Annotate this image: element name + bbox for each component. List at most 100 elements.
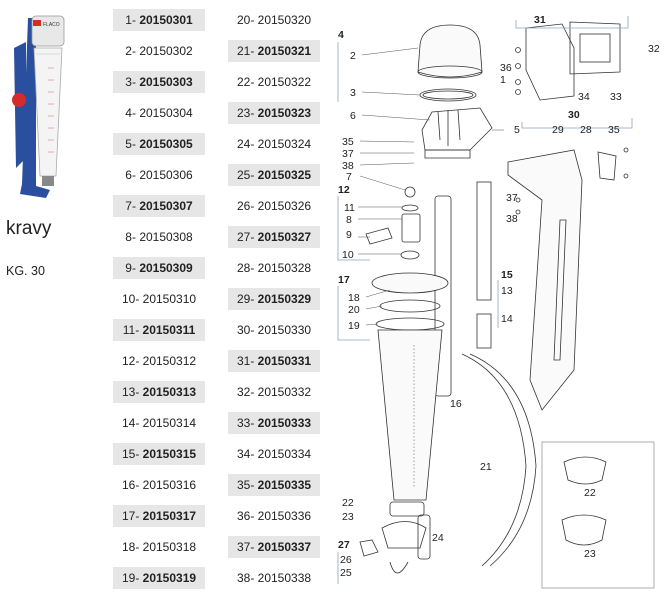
part-number: 35 xyxy=(236,478,251,492)
part-number: 23 xyxy=(236,106,251,120)
svg-text:16: 16 xyxy=(450,398,462,410)
parts-row: 20- 20150320 xyxy=(228,9,320,31)
parts-row: 14- 20150314 xyxy=(113,412,205,434)
svg-text:33: 33 xyxy=(610,91,622,103)
parts-row: 32- 20150332 xyxy=(228,381,320,403)
part-separator: - xyxy=(250,230,258,244)
part-code: 20150331 xyxy=(257,354,312,368)
svg-text:21: 21 xyxy=(480,461,492,473)
parts-row: 18- 20150318 xyxy=(113,536,205,558)
part-code: 20150309 xyxy=(139,261,193,275)
part-separator: - xyxy=(131,137,140,151)
parts-row: 3- 20150303 xyxy=(113,71,205,93)
parts-row: 26- 20150326 xyxy=(228,195,320,217)
parts-row: 19- 20150319 xyxy=(113,567,205,589)
svg-text:34: 34 xyxy=(578,91,590,103)
product-title: kravy xyxy=(6,218,52,239)
part-code: 20150328 xyxy=(257,261,312,275)
svg-text:11: 11 xyxy=(344,202,355,214)
part-number: 25 xyxy=(236,168,251,182)
part-separator: - xyxy=(131,168,140,182)
svg-text:17: 17 xyxy=(338,274,350,286)
svg-text:6: 6 xyxy=(350,110,356,122)
parts-row: 16- 20150316 xyxy=(113,474,205,496)
svg-text:4: 4 xyxy=(338,29,344,41)
parts-row: 10- 20150310 xyxy=(113,288,205,310)
diagram-labels: 4 2 3 6 5 35 37 38 7 12 11 8 9 10 17 18 … xyxy=(338,14,660,579)
parts-row: 15- 20150315 xyxy=(113,443,205,465)
product-image: FLACO xyxy=(12,15,65,198)
part-separator: - xyxy=(135,540,143,554)
part-separator: - xyxy=(250,137,258,151)
svg-text:15: 15 xyxy=(501,269,513,281)
part-separator: - xyxy=(131,106,140,120)
svg-text:32: 32 xyxy=(648,43,660,55)
part-separator: - xyxy=(135,323,143,337)
parts-row: 25- 20150325 xyxy=(228,164,320,186)
part-separator: - xyxy=(250,44,258,58)
svg-text:14: 14 xyxy=(501,313,513,325)
svg-text:22: 22 xyxy=(342,497,354,509)
part-number: 34 xyxy=(236,447,251,461)
parts-row: 7- 20150307 xyxy=(113,195,205,217)
part-number: 16 xyxy=(121,478,136,492)
part-code: 20150329 xyxy=(257,292,312,306)
svg-text:31: 31 xyxy=(534,14,546,26)
part-number: 14 xyxy=(121,416,136,430)
parts-row: 23- 20150323 xyxy=(228,102,320,124)
parts-row: 30- 20150330 xyxy=(228,319,320,341)
part-number: 30 xyxy=(236,323,251,337)
part-code: 20150338 xyxy=(257,571,312,585)
parts-row: 8- 20150308 xyxy=(113,226,205,248)
parts-row: 2- 20150302 xyxy=(113,40,205,62)
product-capacity: KG. 30 xyxy=(6,264,45,278)
part-code: 20150323 xyxy=(257,106,312,120)
part-code: 20150318 xyxy=(142,540,197,554)
svg-text:23: 23 xyxy=(584,548,596,560)
svg-text:38: 38 xyxy=(506,213,518,225)
svg-text:12: 12 xyxy=(338,184,350,196)
parts-row: 1- 20150301 xyxy=(113,9,205,31)
part-number: 11 xyxy=(122,323,136,337)
part-code: 20150301 xyxy=(139,13,193,27)
part-code: 20150322 xyxy=(257,75,312,89)
svg-text:1: 1 xyxy=(500,74,506,86)
part-number: 22 xyxy=(236,75,251,89)
svg-text:26: 26 xyxy=(340,554,352,566)
part-code: 20150334 xyxy=(257,447,312,461)
part-separator: - xyxy=(131,230,140,244)
parts-row: 6- 20150306 xyxy=(113,164,205,186)
svg-text:22: 22 xyxy=(584,487,596,499)
part-number: 21 xyxy=(236,44,251,58)
part-code: 20150305 xyxy=(139,137,193,151)
part-separator: - xyxy=(250,447,258,461)
part-code: 20150313 xyxy=(142,385,197,399)
part-code: 20150324 xyxy=(257,137,312,151)
part-code: 20150307 xyxy=(139,199,193,213)
svg-text:7: 7 xyxy=(346,171,352,183)
svg-text:38: 38 xyxy=(342,160,354,172)
part-code: 20150311 xyxy=(142,323,196,337)
part-number: 19 xyxy=(121,571,136,585)
svg-text:29: 29 xyxy=(552,124,564,136)
part-code: 20150335 xyxy=(257,478,312,492)
part-number: 26 xyxy=(236,199,251,213)
svg-text:18: 18 xyxy=(348,292,360,304)
part-separator: - xyxy=(135,447,143,461)
part-number: 18 xyxy=(121,540,136,554)
part-code: 20150325 xyxy=(257,168,312,182)
part-separator: - xyxy=(131,75,140,89)
parts-row: 28- 20150328 xyxy=(228,257,320,279)
svg-text:10: 10 xyxy=(342,249,354,261)
part-number: 4 xyxy=(125,106,132,120)
part-code: 20150303 xyxy=(139,75,193,89)
part-number: 15 xyxy=(121,447,136,461)
part-separator: - xyxy=(250,168,258,182)
parts-row: 33- 20150333 xyxy=(228,412,320,434)
svg-text:25: 25 xyxy=(340,567,352,579)
part-code: 20150312 xyxy=(142,354,197,368)
part-number: 28 xyxy=(236,261,251,275)
parts-row: 36- 20150336 xyxy=(228,505,320,527)
part-number: 36 xyxy=(236,509,251,523)
parts-row: 17- 20150317 xyxy=(113,505,205,527)
